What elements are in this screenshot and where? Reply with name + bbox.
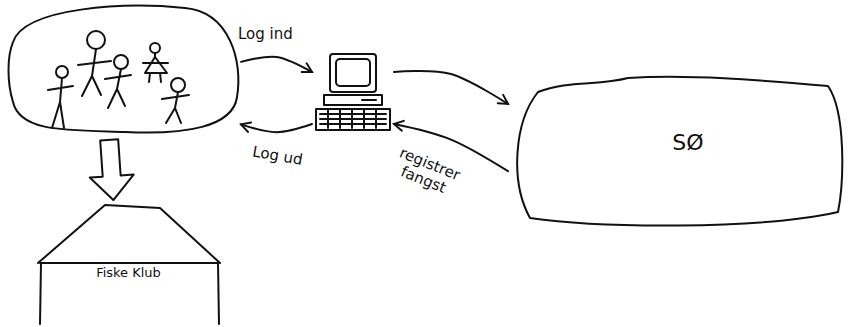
club-house-outline	[35, 203, 222, 325]
people-group-drawing	[9, 6, 239, 133]
node-label: Fiske Klub	[35, 265, 222, 280]
login-arrow	[241, 57, 312, 72]
hollow-arrow	[90, 139, 134, 200]
stick-figure	[105, 55, 131, 108]
stick-figure	[162, 78, 189, 123]
club-house: Fiske Klub	[35, 203, 222, 325]
logout-arrow	[241, 124, 312, 132]
edge-label: Log ud	[249, 143, 306, 169]
computer-drawing	[316, 54, 390, 130]
node-label: SØ	[508, 130, 851, 155]
people-group-outline	[5, 2, 241, 135]
flow-arrow	[394, 71, 508, 104]
people-group	[5, 2, 241, 135]
edge-label: registrer fangst	[379, 140, 474, 205]
computer-outline	[312, 52, 394, 132]
stick-figure	[78, 31, 111, 96]
lake: SØ	[508, 72, 851, 232]
computer	[312, 52, 394, 132]
stick-figure	[143, 43, 168, 82]
stick-figure	[48, 66, 73, 128]
club-house-drawing	[38, 205, 220, 324]
edge-label: Log ind	[236, 26, 295, 43]
